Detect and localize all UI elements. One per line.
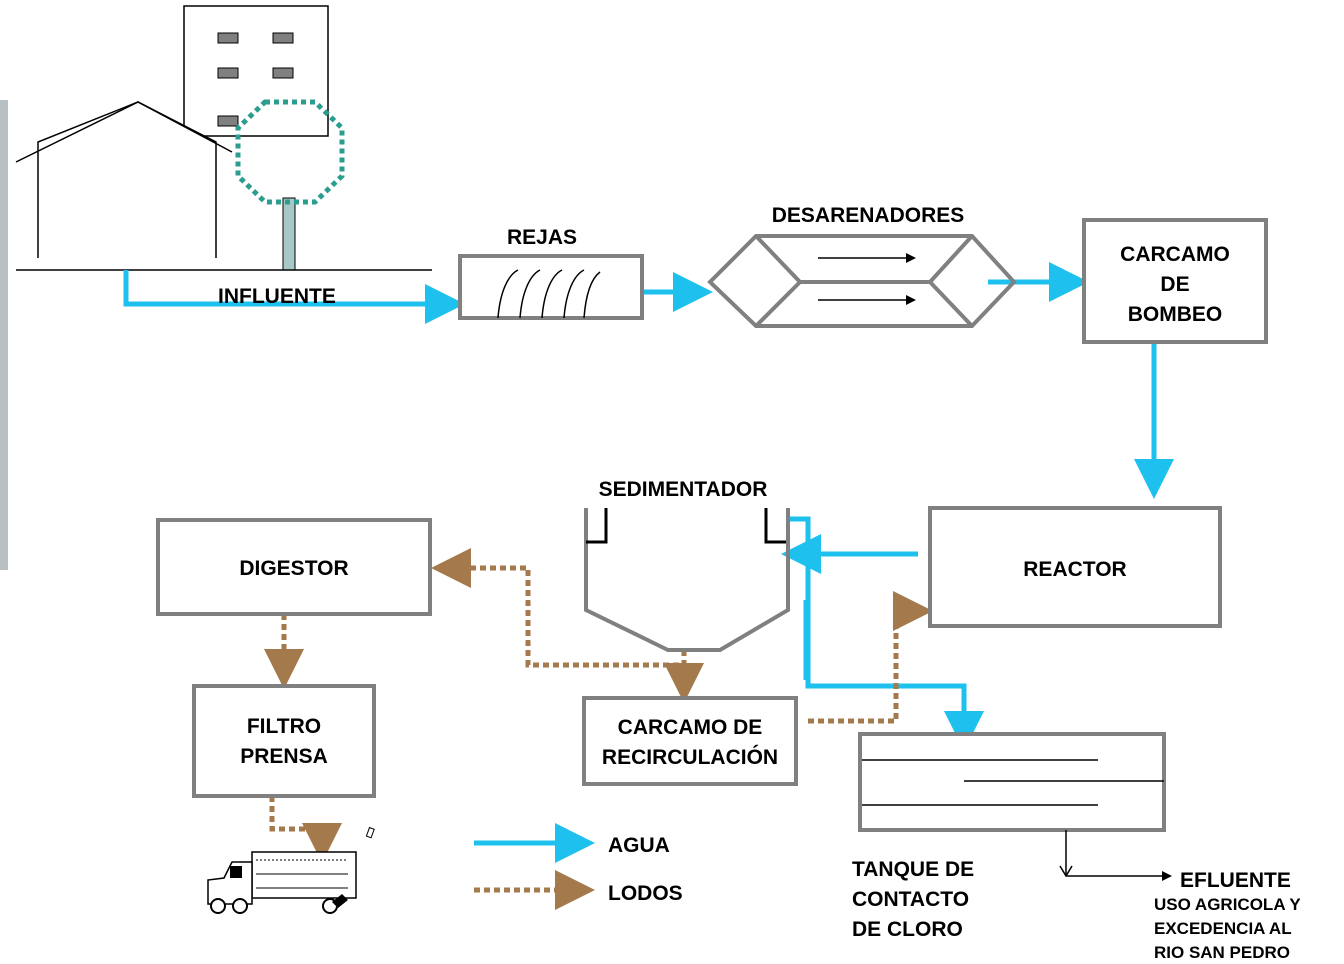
truck-icon [207, 826, 375, 914]
legend-agua-label: AGUA [608, 834, 670, 857]
carcamo-recirculacion-box [582, 696, 798, 786]
tanque-cloro-label-1: TANQUE DE [852, 858, 974, 881]
digestor-unit: DIGESTOR [156, 518, 432, 616]
carcamo-recirculacion-label-2: RECIRCULACIÓN [602, 745, 778, 769]
sludge-arrow-to-truck [269, 796, 342, 863]
sedimentador-label: SEDIMENTADOR [599, 478, 768, 501]
filtro-prensa-box [192, 684, 376, 798]
carcamo-bombeo-label-2: DE [1160, 273, 1189, 296]
sludge-flow [264, 548, 933, 863]
efluente-destino-2: EXCEDENCIA AL [1154, 919, 1292, 938]
carcamo-recirculacion-unit: CARCAMO DE RECIRCULACIÓN [582, 696, 798, 786]
reactor-box [928, 506, 1222, 628]
city-scene [15, 5, 432, 271]
building-icon [183, 5, 329, 137]
efluente-destino-3: RIO SAN PEDRO [1154, 943, 1290, 962]
rejas-unit: REJAS [458, 226, 644, 320]
tanque-cloro-label-3: DE CLORO [852, 918, 963, 941]
tanque-cloro-box [858, 732, 1166, 832]
digestor-box [156, 518, 432, 616]
tanque-cloro-label-2: CONTACTO [852, 888, 969, 911]
carcamo-bombeo-unit: CARCAMO DE BOMBEO [1082, 218, 1268, 344]
water-arrow-influente [123, 270, 465, 324]
sludge-arrow-to-reactor [808, 591, 933, 724]
filtro-prensa-label-1: FILTRO [247, 715, 321, 738]
water-arrow-to-tanque [788, 516, 984, 751]
rejas-label: REJAS [507, 226, 577, 249]
efluente-destino-1: USO AGRICOLA Y [1154, 895, 1301, 914]
sedimentador-unit: SEDIMENTADOR [584, 478, 790, 652]
carcamo-bombeo-label-3: BOMBEO [1128, 303, 1223, 326]
efluente-arrow [1065, 830, 1172, 881]
rejas-box [458, 254, 644, 320]
left-edge-strip [0, 100, 8, 570]
digestor-label: DIGESTOR [239, 557, 348, 580]
efluente-output: EFLUENTE USO AGRICOLA Y EXCEDENCIA AL RI… [1059, 830, 1301, 962]
desarenadores-unit: DESARENADORES [707, 204, 1017, 328]
tree-trunk [282, 197, 296, 271]
reactor-unit: REACTOR [928, 506, 1222, 628]
desarenadores-label: DESARENADORES [772, 204, 965, 227]
carcamo-bombeo-label-1: CARCAMO [1120, 243, 1230, 266]
water-flow [123, 262, 1174, 751]
sludge-arrow-to-digestor [431, 548, 687, 668]
legend-lodos-label: LODOS [608, 882, 683, 905]
sedimentador-shape [584, 508, 790, 652]
carcamo-recirculacion-label-1: CARCAMO DE [618, 716, 763, 739]
carcamo-bombeo-box [1082, 218, 1268, 344]
efluente-label: EFLUENTE [1180, 869, 1291, 892]
filtro-prensa-label-2: PRENSA [240, 745, 328, 768]
legend: AGUA LODOS [474, 823, 683, 910]
influente-label: INFLUENTE [218, 285, 336, 308]
reactor-label: REACTOR [1023, 558, 1126, 581]
tanque-cloro-unit: TANQUE DE CONTACTO DE CLORO [852, 732, 1166, 941]
tree-icon [235, 99, 345, 205]
filtro-prensa-unit: FILTRO PRENSA [192, 684, 376, 798]
